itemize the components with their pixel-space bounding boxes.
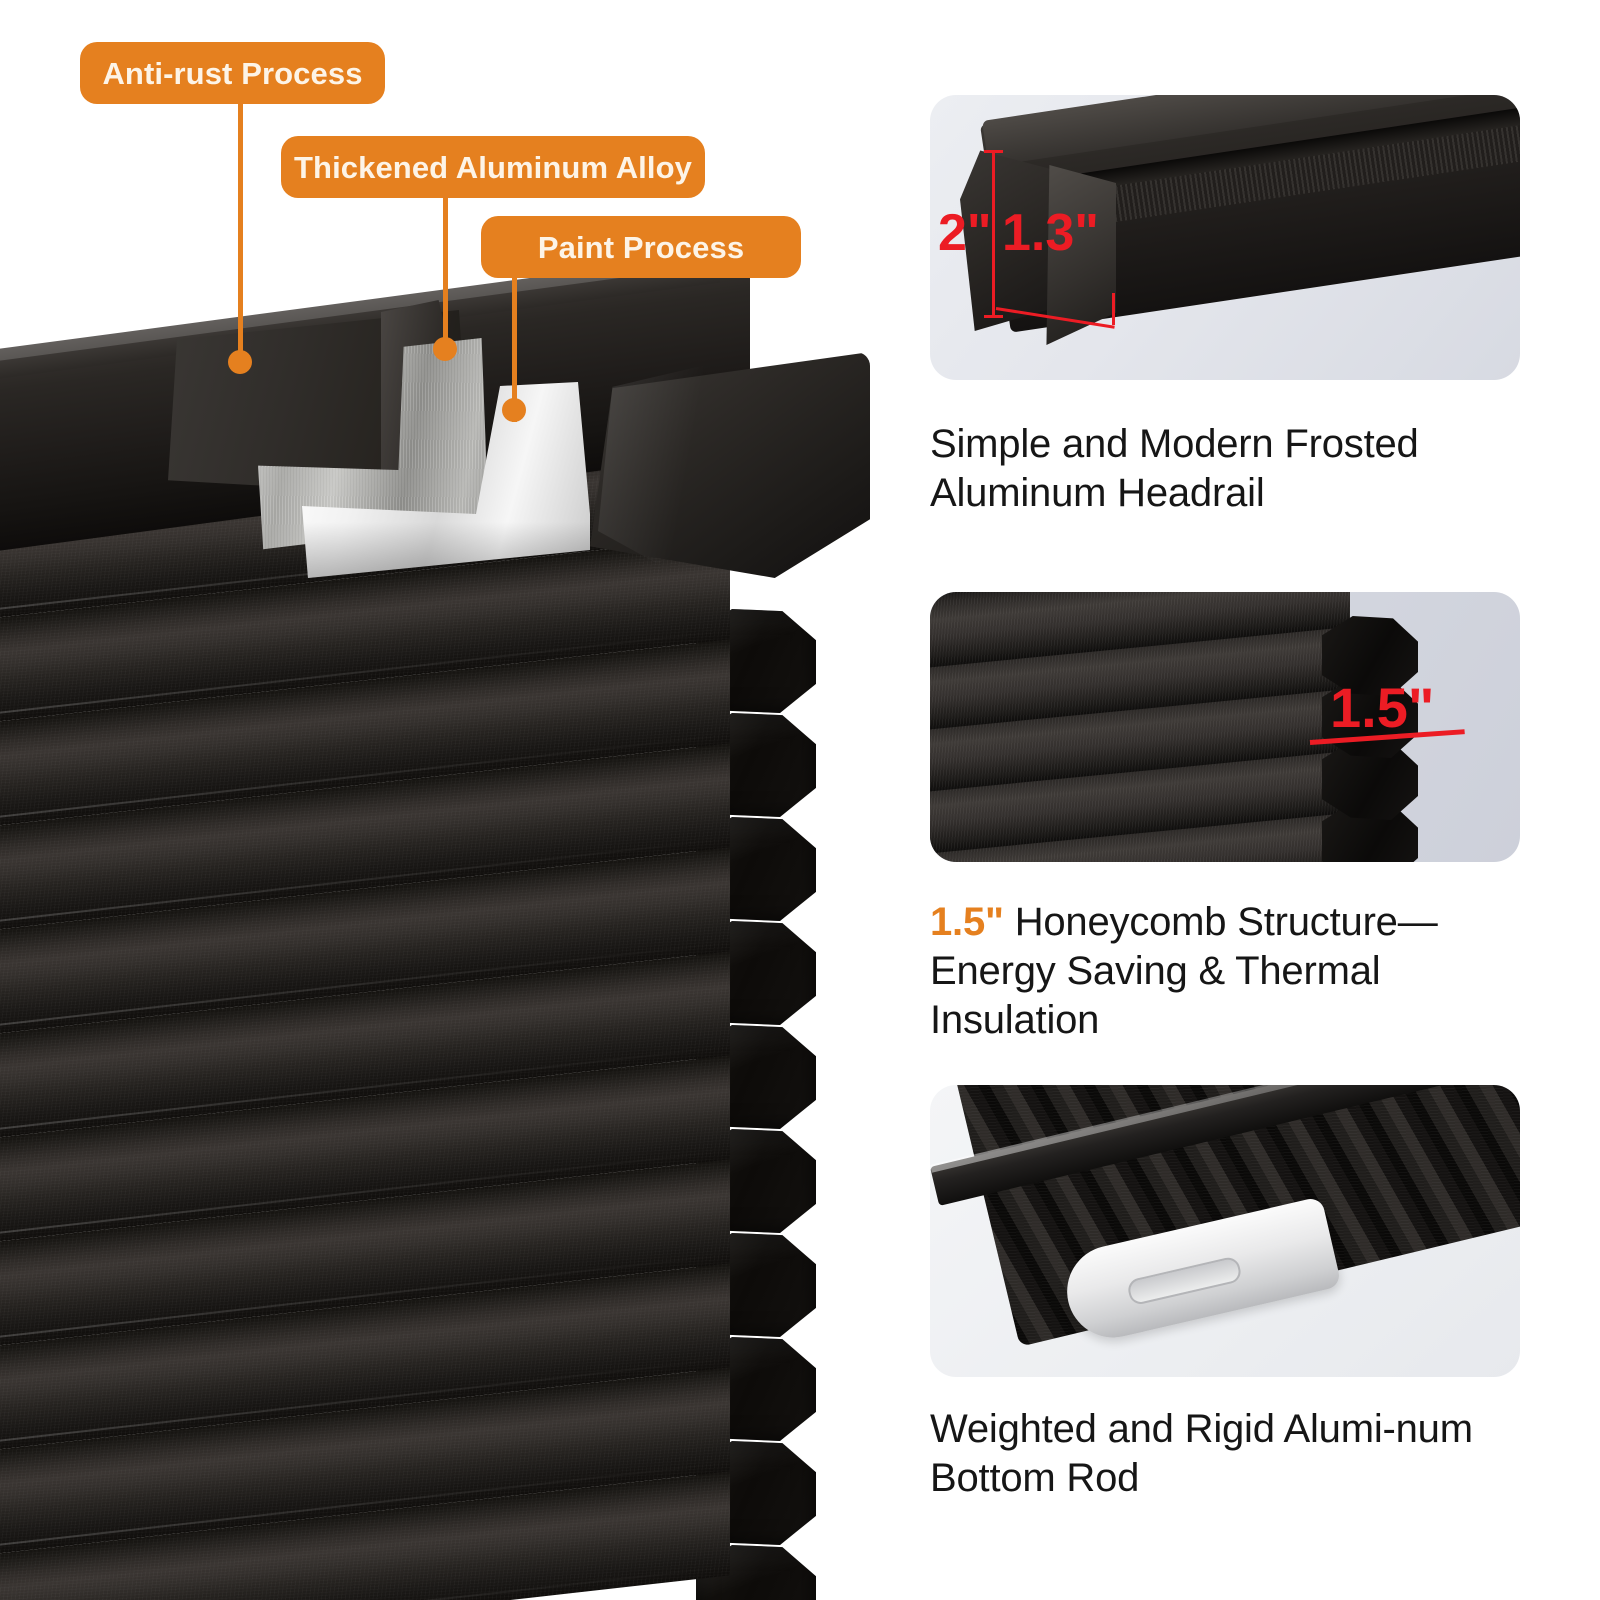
dimension-label-cell: 1.5" bbox=[1330, 676, 1435, 739]
feature-photo-headrail: 2" 1.3" bbox=[930, 95, 1520, 380]
headrail-photo-end-face bbox=[960, 150, 1052, 331]
callout-badge-aluminum[interactable]: Thickened Aluminum Alloy bbox=[281, 136, 705, 198]
honeycomb-cell-row bbox=[0, 1471, 820, 1600]
feature-caption-honeycomb-highlight: 1.5" bbox=[930, 900, 1004, 944]
callout-dot-aluminum bbox=[433, 337, 457, 361]
product-illustration: Anti-rust Process Thickened Aluminum All… bbox=[0, 0, 920, 1600]
dimension-tick-height-top bbox=[984, 150, 1003, 153]
callout-leader-aluminum bbox=[443, 190, 448, 360]
feature-photo-bottom-rod bbox=[930, 1085, 1520, 1377]
dimension-tick-depth-right bbox=[1112, 293, 1115, 325]
feature-column: 2" 1.3" Simple and Modern Frosted Alumin… bbox=[930, 0, 1600, 1600]
headrail-assembly bbox=[0, 252, 920, 592]
honeycomb-blind-body bbox=[0, 431, 900, 1600]
feature-photo-honeycomb: 1.5" bbox=[930, 592, 1520, 862]
honeycomb-photo-row bbox=[930, 592, 1430, 696]
feature-caption-bottom-rod: Weighted and Rigid Alumi-num Bottom Rod bbox=[930, 1407, 1473, 1500]
callout-badge-paint[interactable]: Paint Process bbox=[481, 216, 801, 278]
dimension-tick-height-bottom bbox=[984, 315, 1003, 318]
feature-caption-honeycomb-text: Honeycomb Structure—Energy Saving & Ther… bbox=[930, 900, 1438, 1042]
dimension-label-height: 2" bbox=[938, 204, 992, 262]
dimension-line-height bbox=[992, 150, 995, 318]
feature-caption-honeycomb: 1.5" Honeycomb Structure—Energy Saving &… bbox=[930, 898, 1530, 1044]
callout-dot-anti-rust bbox=[228, 350, 252, 374]
callout-dot-paint bbox=[502, 398, 526, 422]
dimension-label-depth: 1.3" bbox=[1002, 204, 1099, 262]
callout-badge-anti-rust[interactable]: Anti-rust Process bbox=[80, 42, 385, 104]
headrail-end-cap bbox=[590, 352, 870, 578]
callout-leader-anti-rust bbox=[238, 100, 243, 362]
headrail-end-cap-highlight bbox=[598, 362, 718, 564]
honeycomb-photo-cell-end bbox=[1322, 616, 1418, 696]
headrail-photo-end-edge bbox=[1046, 165, 1116, 345]
feature-caption-headrail: Simple and Modern Frosted Aluminum Headr… bbox=[930, 422, 1419, 515]
callout-leader-paint bbox=[512, 270, 517, 422]
